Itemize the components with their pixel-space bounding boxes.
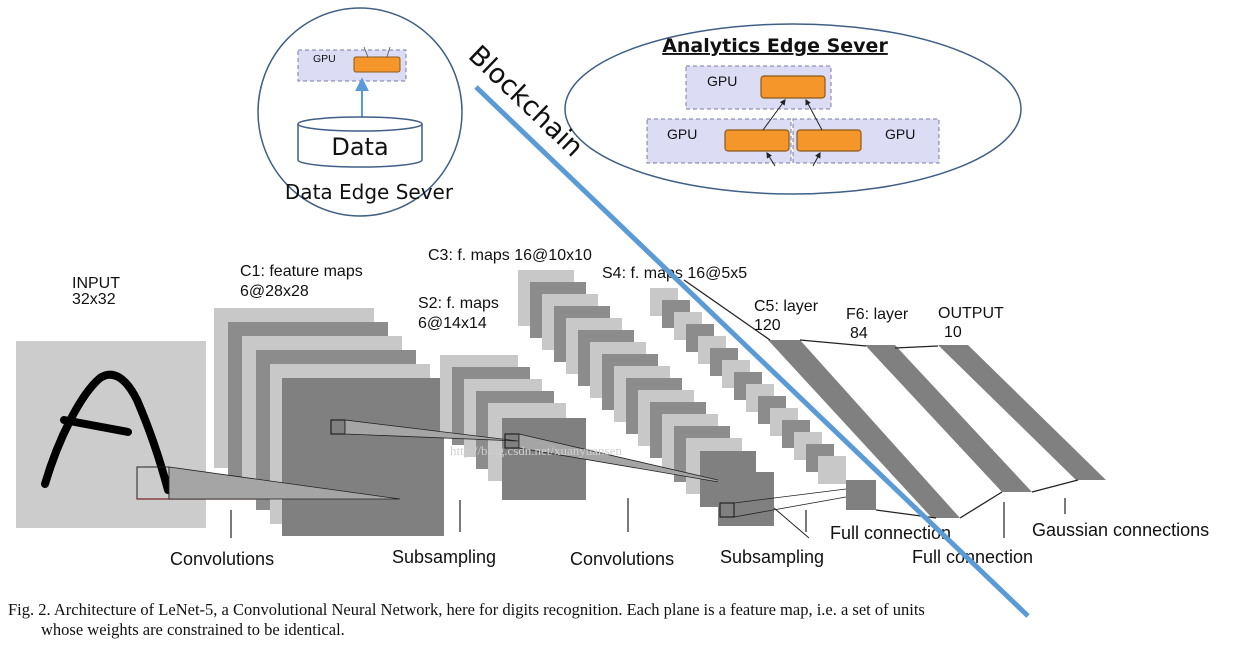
database-label: Data: [331, 133, 388, 161]
s2-label: S2: f. maps: [418, 295, 499, 312]
analytics-arrow-in-left: [766, 151, 776, 167]
analytics-gpu-right-label: GPU: [885, 126, 915, 142]
s4-feature-maps: [650, 288, 876, 539]
c3-receptive-field: [719, 502, 735, 518]
out-connect-bottom: [1031, 479, 1079, 493]
data-server-title: Data Edge Sever: [285, 180, 454, 204]
f6-connect-bottom: [959, 491, 1003, 519]
blockchain-label: Blockchain: [462, 40, 589, 164]
c1-label: C1: feature maps: [240, 263, 363, 280]
conv2-projection: [518, 433, 749, 488]
op-subsampling-1: Subsampling: [392, 547, 496, 567]
analytics-edge-server: Analytics Edge Sever GPU GPU GPU: [564, 23, 1022, 195]
input-label: INPUT: [72, 275, 120, 292]
c1-map: [282, 378, 444, 536]
conv1-projection: [168, 466, 401, 500]
s2-map: [502, 418, 586, 500]
input-digit-stroke: [41, 370, 172, 494]
analytics-arrow-in-right: [812, 151, 821, 167]
analytics-server-ellipse: [564, 23, 1022, 195]
data-gpu-chip: [353, 56, 401, 73]
f6-label: F6: layer: [846, 306, 909, 323]
analytics-gpu-chip-right: [796, 129, 862, 152]
op-gaussian-connections: Gaussian connections: [1032, 520, 1209, 540]
analytics-gpu-chip-top: [760, 75, 826, 99]
c5-label: C5: layer: [754, 298, 819, 315]
figure-caption: Fig. 2. Architecture of LeNet-5, a Convo…: [8, 600, 1248, 640]
database-cylinder-body: [297, 124, 423, 168]
s4-label: S4: f. maps 16@5x5: [602, 265, 747, 282]
c1-feature-maps: [168, 308, 444, 536]
data-server-ellipse: [257, 7, 463, 217]
data-gpu-wire: [386, 46, 391, 58]
s2-size-label: 6@14x14: [418, 315, 487, 332]
c1-size-label: 6@28x28: [240, 283, 309, 300]
caption-line-1: Fig. 2. Architecture of LeNet-5, a Convo…: [8, 600, 925, 619]
input-size-label: 32x32: [72, 291, 116, 308]
f6-layer-bar: [865, 345, 1032, 492]
analytics-gpu-top-label: GPU: [707, 73, 737, 89]
output-size-label: 10: [944, 324, 962, 341]
c3-label: C3: f. maps 16@10x10: [428, 247, 592, 264]
lenet-architecture: http://blog.csdn.net/xuanyuansen INPUT 3…: [16, 247, 1209, 569]
out-connect-top: [894, 345, 939, 349]
op-full-connection-1: Full connection: [830, 523, 951, 543]
subsample2-projection: [733, 488, 847, 504]
dense-layers: [683, 279, 1106, 519]
analytics-gpu-left-label: GPU: [667, 126, 697, 142]
s4-map: [818, 456, 846, 484]
s4-connector: [773, 507, 810, 539]
output-label: OUTPUT: [938, 305, 1004, 322]
analytics-server-title: Analytics Edge Sever: [662, 35, 888, 57]
c5-connect-top: [683, 279, 771, 341]
op-convolutions-2: Convolutions: [570, 549, 674, 569]
s4-map: [846, 480, 876, 510]
analytics-gpu-chip-left: [724, 129, 790, 152]
c5-layer-bar: [768, 340, 960, 518]
op-convolutions-1: Convolutions: [170, 549, 274, 569]
data-gpu-wire: [363, 46, 369, 58]
input-image-plane: [16, 341, 206, 528]
subsample2-projection: [733, 496, 847, 518]
data-gpu-label: GPU: [313, 53, 336, 65]
database-cylinder-top: [297, 116, 423, 132]
blockchain-line: [474, 85, 1030, 618]
c5-size-label: 120: [754, 317, 781, 334]
caption-line-2: whose weights are constrained to be iden…: [41, 620, 345, 639]
op-full-connection-2: Full connection: [912, 547, 1033, 567]
operation-ticks: [230, 498, 1066, 538]
data-edge-server: GPU Data Data Edge Sever: [257, 7, 463, 217]
watermark-text: http://blog.csdn.net/xuanyuansen: [450, 443, 622, 458]
analytics-arrow-right-to-top: [805, 98, 823, 131]
subsample1-projection: [344, 419, 519, 442]
analytics-arrow-left-to-top: [762, 99, 786, 131]
f6-size-label: 84: [850, 325, 868, 342]
input-digit-bar: [60, 416, 132, 436]
op-subsampling-2: Subsampling: [720, 547, 824, 567]
f6-connect-top: [799, 339, 867, 347]
output-layer-bar: [938, 345, 1106, 480]
